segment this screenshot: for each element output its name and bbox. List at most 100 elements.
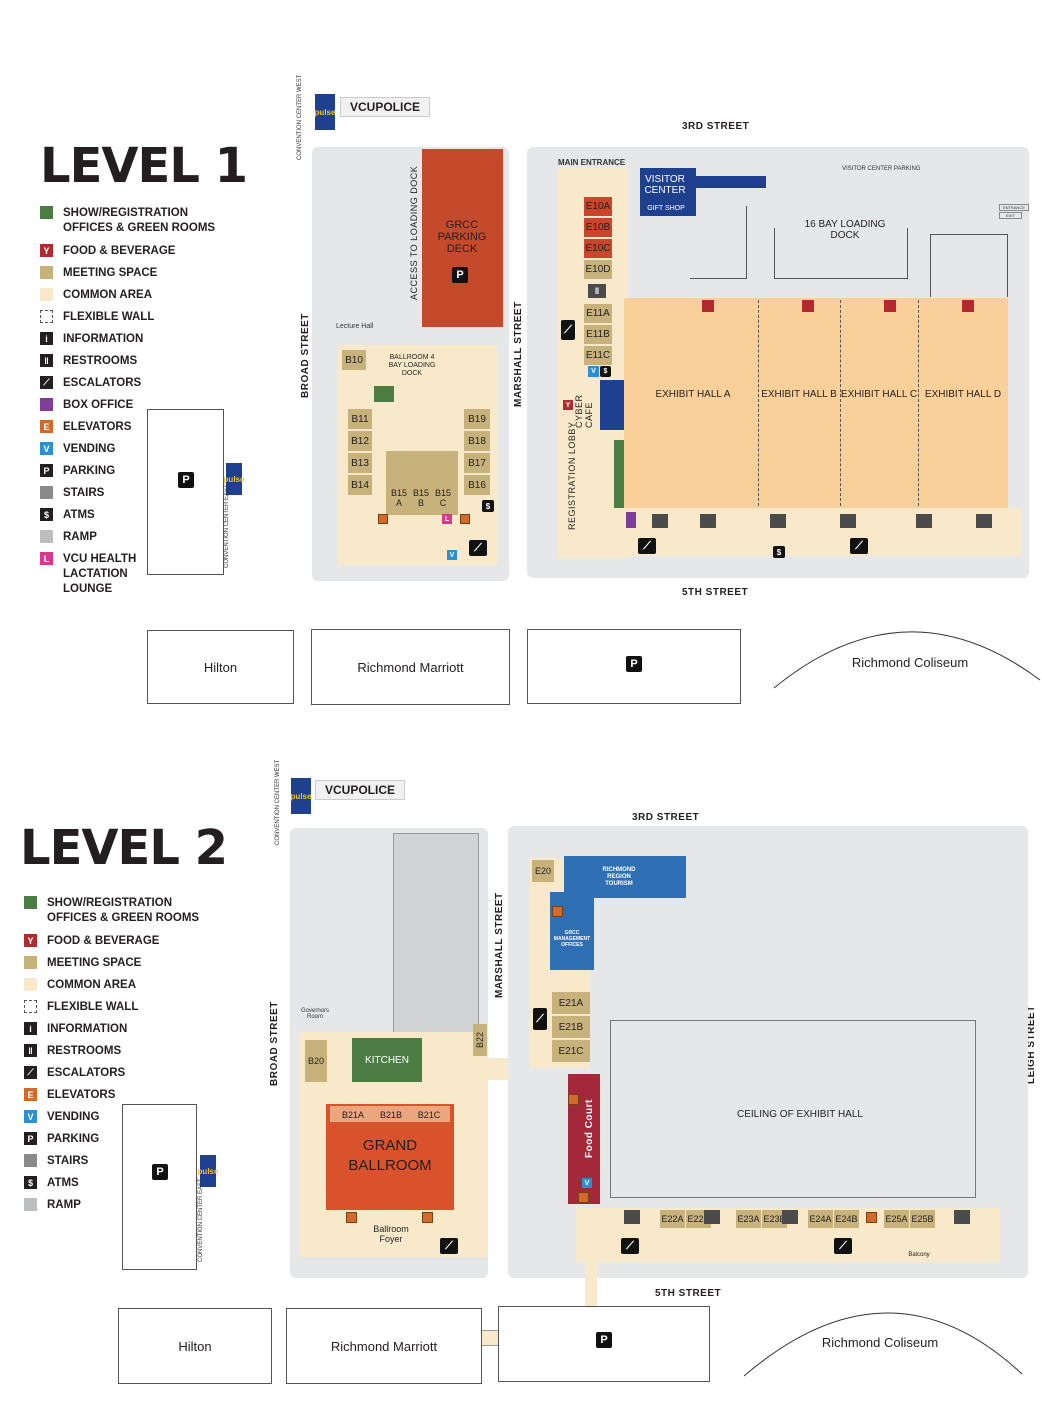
legend-label: RAMP xyxy=(47,1198,81,1213)
level-1-concourse-escalator-1: ⟋ xyxy=(638,538,656,554)
level-2-marshall-street: MARSHALL STREET xyxy=(494,892,505,998)
level-1-hall-food-icon xyxy=(884,300,896,312)
level-1-restroom xyxy=(700,514,716,528)
level-1-cyber-cafe-label: CYBER CAFE xyxy=(574,394,594,428)
level-2-room-e25a: E25A xyxy=(884,1210,909,1228)
legend-label-line: BOX OFFICE xyxy=(63,399,134,411)
legend-swatch: E xyxy=(24,1088,37,1101)
level-1-ballroom-dock-label: BALLROOM 4 BAY LOADING DOCK xyxy=(388,354,436,377)
legend-label-line: RAMP xyxy=(47,1199,81,1211)
level-1-loading-dock-outline xyxy=(774,228,908,279)
legend-swatch: ⟋ xyxy=(40,376,53,389)
level-1-entrance-label: ENTRANCE xyxy=(999,204,1030,211)
level-1-restroom xyxy=(916,514,932,528)
legend-label-line: FOOD & BEVERAGE xyxy=(47,935,160,947)
legend-swatch xyxy=(40,288,53,301)
level-2-room-e24a: E24A xyxy=(808,1210,833,1228)
legend-label-line: RAMP xyxy=(63,531,97,543)
level-1-room-e10b: E10B xyxy=(584,218,612,237)
legend-swatch xyxy=(24,1198,37,1211)
level-2-grand-ballroom-label: GRAND BALLROOM xyxy=(348,1137,432,1174)
level-1-lactation-icon: L xyxy=(442,514,452,524)
legend-label: FOOD & BEVERAGE xyxy=(47,934,159,949)
level-1-room-b15a: B15 A xyxy=(390,488,407,508)
level-1-east-escalator-icon: ⟋ xyxy=(561,320,575,340)
level-1-visitor-center-wing xyxy=(696,176,766,188)
level-2-room-e21a: E21A xyxy=(552,992,590,1014)
legend-swatch: i xyxy=(40,332,53,345)
legend-label: ESCALATORS xyxy=(63,376,141,391)
legend-label: ATMS xyxy=(47,1176,79,1191)
legend-label-line: ELEVATORS xyxy=(47,1089,116,1101)
legend-label-line: ESCALATORS xyxy=(47,1067,126,1079)
legend-swatch: Y xyxy=(24,934,37,947)
legend-row: RAMP xyxy=(40,530,97,545)
legend-row: SHOW/REGISTRATION OFFICES & GREEN ROOMS xyxy=(24,896,199,926)
level-1-grcc-parking-deck xyxy=(422,149,503,327)
level-1-box-office-block xyxy=(600,380,624,430)
level-1-room-e11b: E11B xyxy=(584,325,612,344)
level-2-west-upper-block xyxy=(393,833,479,1035)
level-1-west-vending-icon: V xyxy=(447,550,457,560)
legend-row: ‖RESTROOMS xyxy=(24,1044,121,1059)
level-1-loading-dock-label: 16 BAY LOADING DOCK xyxy=(804,219,886,241)
legend-label-line: ELEVATORS xyxy=(63,421,132,433)
legend-label: RESTROOMS xyxy=(63,354,137,369)
level-2-tourism-label: RICHMOND REGION TOURISM xyxy=(602,866,636,887)
level-2-offices-block xyxy=(550,892,594,970)
level-2-food-court-elevator-2 xyxy=(578,1192,589,1203)
level-2-governors-room: Governors Room xyxy=(300,1008,329,1020)
legend-label: PARKING xyxy=(47,1132,99,1147)
legend-swatch xyxy=(40,310,53,323)
level-1-lecture-hall-label: Lecture Hall xyxy=(336,323,374,330)
level-2-ballroom-elevator-2 xyxy=(422,1212,433,1223)
level-1-exhibit-hall-a: EXHIBIT HALL A xyxy=(655,388,731,400)
legend-swatch: P xyxy=(40,464,53,477)
level-2-concourse-escalator-1: ⟋ xyxy=(621,1238,639,1254)
level-1-east-atm-icon: $ xyxy=(600,366,611,377)
level-2-cc-east-label: CONVENTION CENTER EAST xyxy=(198,1178,204,1262)
level-2-room-e21c: E21C xyxy=(552,1040,590,1062)
level-2-south-link xyxy=(585,1258,597,1306)
level-1-east-restroom-1: ‖ xyxy=(588,284,606,298)
level-1-east-concourse xyxy=(600,508,1021,556)
level-2-hotel-link xyxy=(480,1330,500,1346)
legend-label: ESCALATORS xyxy=(47,1066,125,1081)
level-2-coliseum-arc xyxy=(743,1312,1023,1377)
level-2-room-e22a: E22A xyxy=(660,1210,685,1228)
level-1-b15-ballroom xyxy=(386,451,458,515)
level-1-coliseum-arc xyxy=(773,631,1041,689)
legend-swatch: ‖ xyxy=(40,354,53,367)
level-1-flexible-wall xyxy=(758,300,759,506)
level-2-exhibit-ceiling xyxy=(610,1020,976,1198)
level-1-room-b12: B12 xyxy=(348,431,372,451)
legend-label-line: VENDING xyxy=(63,443,116,455)
legend-label: SHOW/REGISTRATION OFFICES & GREEN ROOMS xyxy=(47,896,199,926)
legend-label-line: SHOW/REGISTRATION xyxy=(47,897,173,909)
level-1-room-e11c: E11C xyxy=(584,346,612,365)
level-2-restroom xyxy=(624,1210,640,1224)
level-2-south-parking-icon: P xyxy=(596,1332,612,1348)
level-1-concourse-atm: $ xyxy=(773,546,785,558)
legend-label-line: ATMS xyxy=(63,509,95,521)
legend-label: ELEVATORS xyxy=(63,420,131,435)
legend-label-line: COMMON AREA xyxy=(63,289,153,301)
level-1-hall-food-icon xyxy=(702,300,714,312)
legend-label-line: OFFICES & GREEN ROOMS xyxy=(47,912,200,924)
legend-row: Y FOOD & BEVERAGE xyxy=(24,934,159,949)
level-1-room-b10: B10 xyxy=(342,350,366,370)
legend-row: ⟋ ESCALATORS xyxy=(40,376,141,391)
level-1-pulse-east-logo: pulse xyxy=(224,463,244,495)
level-1-exit-label: EXIT xyxy=(999,212,1022,219)
level-1-loading-dock-outline-2 xyxy=(930,234,1008,297)
level-1-flexible-wall xyxy=(918,300,919,506)
level-1-restroom xyxy=(770,514,786,528)
level-1-grcc-parking-icon: P xyxy=(452,267,468,283)
